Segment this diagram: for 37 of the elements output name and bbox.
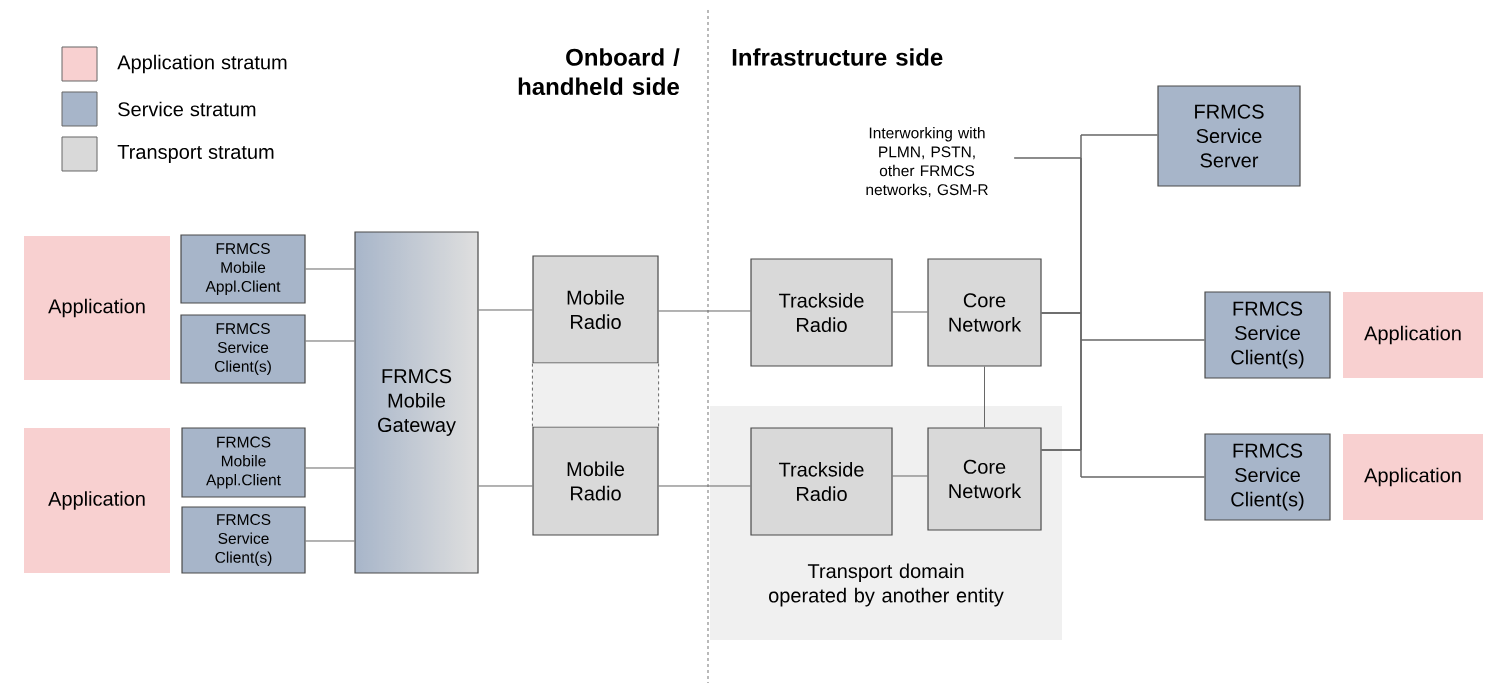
client-box: FRMCS Service Client(s) (1204, 433, 1331, 521)
client-box: FRMCS Service Client(s) (180, 314, 306, 384)
application-box: Application (24, 236, 170, 380)
network-box: Core Network (927, 427, 1042, 531)
radio-box: Trackside Radio (750, 258, 893, 367)
connector-line (984, 366, 985, 428)
application-box: Application (1343, 292, 1483, 378)
radio-box: Mobile Radio (532, 255, 659, 364)
client-box: FRMCS Mobile Appl.Client (180, 234, 306, 304)
application-box: Application (24, 428, 170, 573)
client-box: FRMCS Service Client(s) (181, 506, 306, 574)
application-box: Application (1343, 434, 1483, 520)
connector-line (658, 485, 751, 487)
side-heading: Onboard / handheld side (518, 48, 680, 96)
legend-text: Transport stratum (117, 145, 274, 163)
radio-box: Trackside Radio (750, 427, 893, 536)
client-box: FRMCS Mobile Appl.Client (181, 427, 306, 498)
connector-line (892, 311, 928, 313)
connector-line (658, 310, 751, 312)
connector-line (478, 309, 533, 311)
link-gap (531, 363, 660, 427)
legend-text: Application stratum (117, 54, 287, 74)
server-box: FRMCS Service Server (1157, 85, 1301, 187)
connector-line (305, 467, 355, 469)
network-box: Core Network (927, 258, 1042, 367)
annotation-text: Interworking with PLMN, PSTN, other FRMCS networks, GSM-R (866, 127, 988, 197)
connector-line (892, 475, 928, 477)
client-box: FRMCS Service Client(s) (1204, 291, 1331, 379)
radio-box: Mobile Radio (532, 426, 659, 536)
connector-line (478, 485, 533, 487)
connector-line (1041, 449, 1205, 478)
connector-line (305, 540, 355, 542)
gateway-box: FRMCS Mobile Gateway (354, 231, 479, 574)
legend-text: Service stratum (118, 101, 256, 117)
side-heading: Infrastructure side (732, 48, 943, 66)
connector-line (305, 268, 355, 270)
connector-line (305, 340, 355, 342)
